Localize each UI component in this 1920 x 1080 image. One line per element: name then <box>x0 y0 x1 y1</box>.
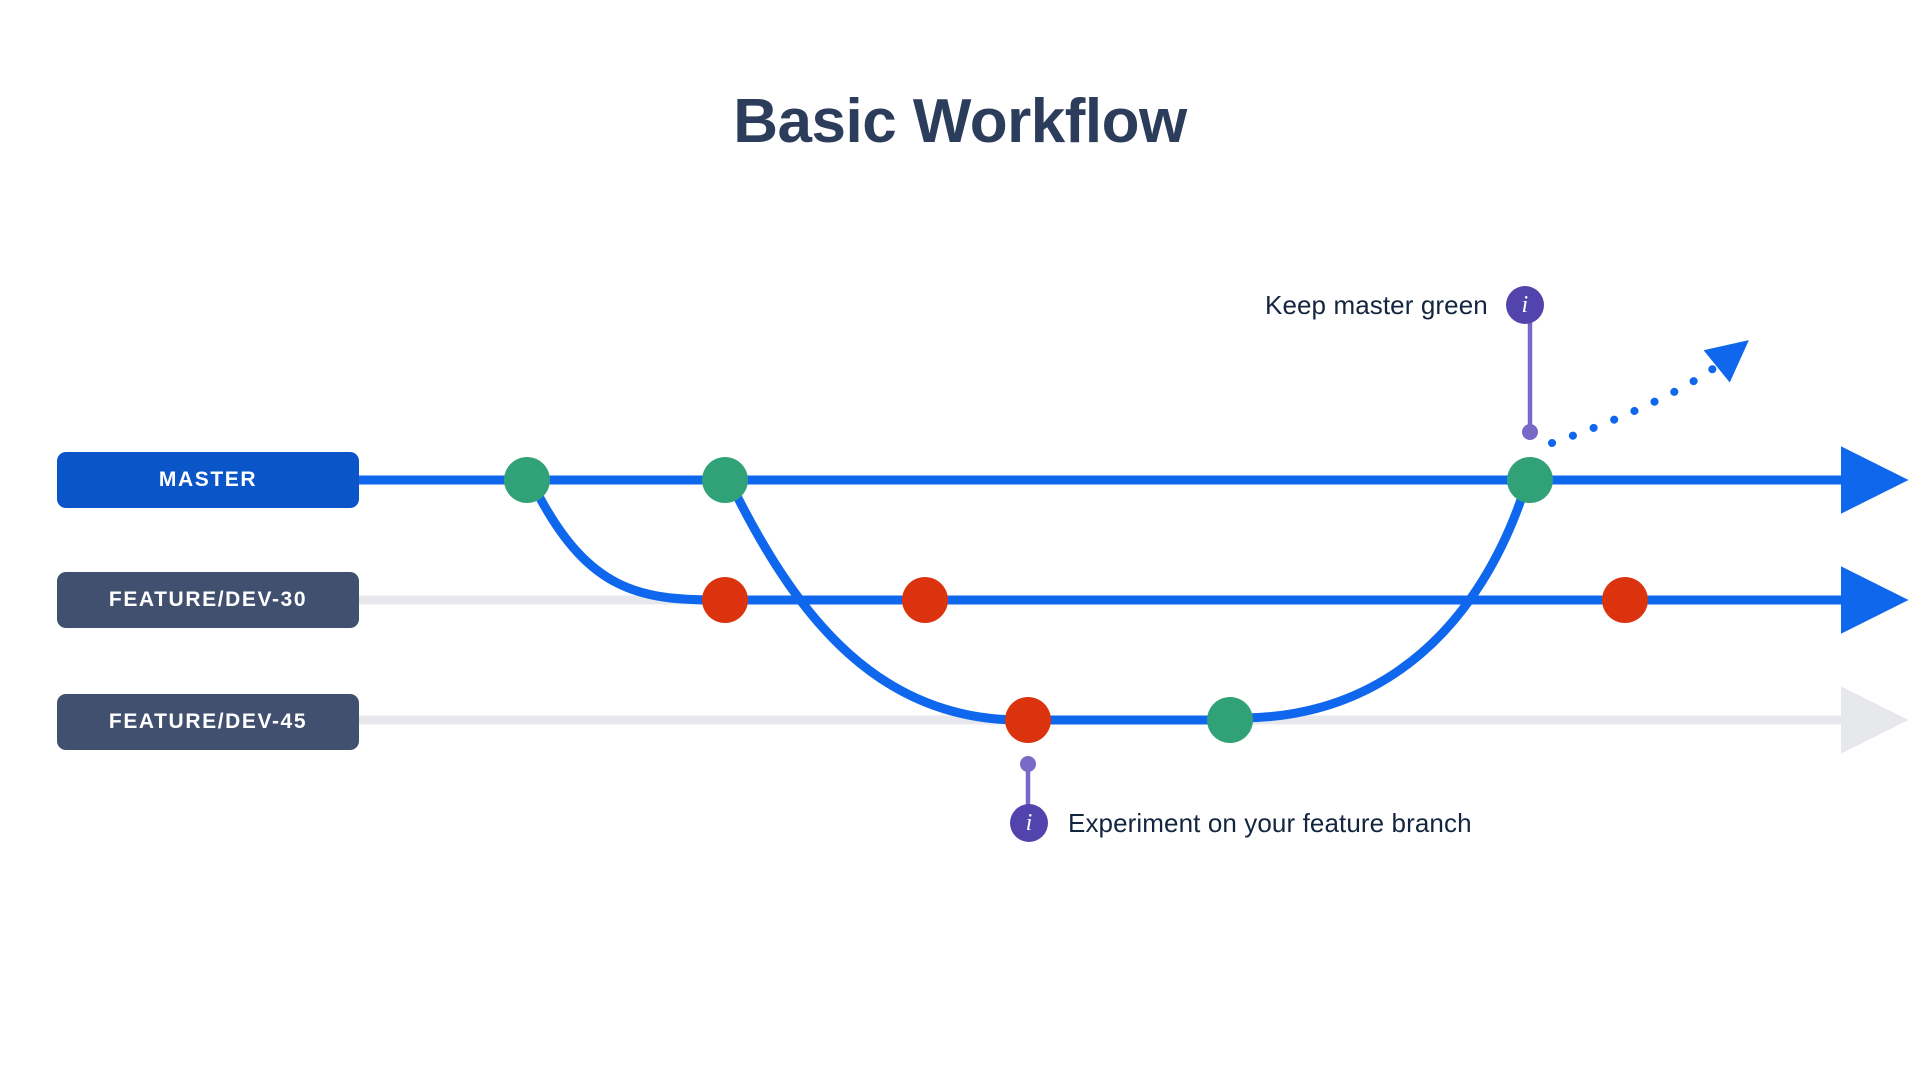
branch-curve-master-to-dev45 <box>733 493 1021 725</box>
commit-node-green[interactable] <box>504 457 550 503</box>
commit-node-red[interactable] <box>1005 697 1051 743</box>
merge-curve-dev45-to-master <box>1239 489 1528 723</box>
branch-badge-feature-dev-30-label: FEATURE/DEV-30 <box>108 588 308 611</box>
page-title: Basic Workflow <box>733 87 1187 156</box>
branch-badge-feature-dev-30[interactable]: FEATURE/DEV-30 <box>57 572 359 628</box>
commit-node-green[interactable] <box>1207 697 1253 743</box>
annotation-connector-dot-experiment <box>1020 756 1036 772</box>
annotation-connector-dot-keep-master-green <box>1522 424 1538 440</box>
commit-node-red[interactable] <box>702 577 748 623</box>
branch-badge-master[interactable]: MASTER <box>57 452 359 508</box>
branch-curve-master-to-dev30 <box>535 493 721 605</box>
annotation-keep-master-green: Keep master green i <box>1265 286 1544 324</box>
branch-badge-feature-dev-45-label: FEATURE/DEV-45 <box>108 710 308 733</box>
info-icon[interactable]: i <box>1505 286 1544 324</box>
annotation-experiment-feature-branch: i Experiment on your feature branch <box>1010 804 1472 842</box>
branch-badge-feature-dev-45[interactable]: FEATURE/DEV-45 <box>57 694 359 750</box>
commit-node-green[interactable] <box>702 457 748 503</box>
annotation-experiment-feature-branch-label: Experiment on your feature branch <box>1068 807 1472 838</box>
commit-node-green[interactable] <box>1507 457 1553 503</box>
future-dotted-arrow <box>1548 340 1749 447</box>
annotation-keep-master-green-label: Keep master green <box>1265 289 1488 320</box>
info-icon[interactable]: i <box>1010 804 1048 842</box>
commit-node-red[interactable] <box>902 577 948 623</box>
commit-node-red[interactable] <box>1602 577 1648 623</box>
branch-badge-master-label: MASTER <box>158 468 258 491</box>
